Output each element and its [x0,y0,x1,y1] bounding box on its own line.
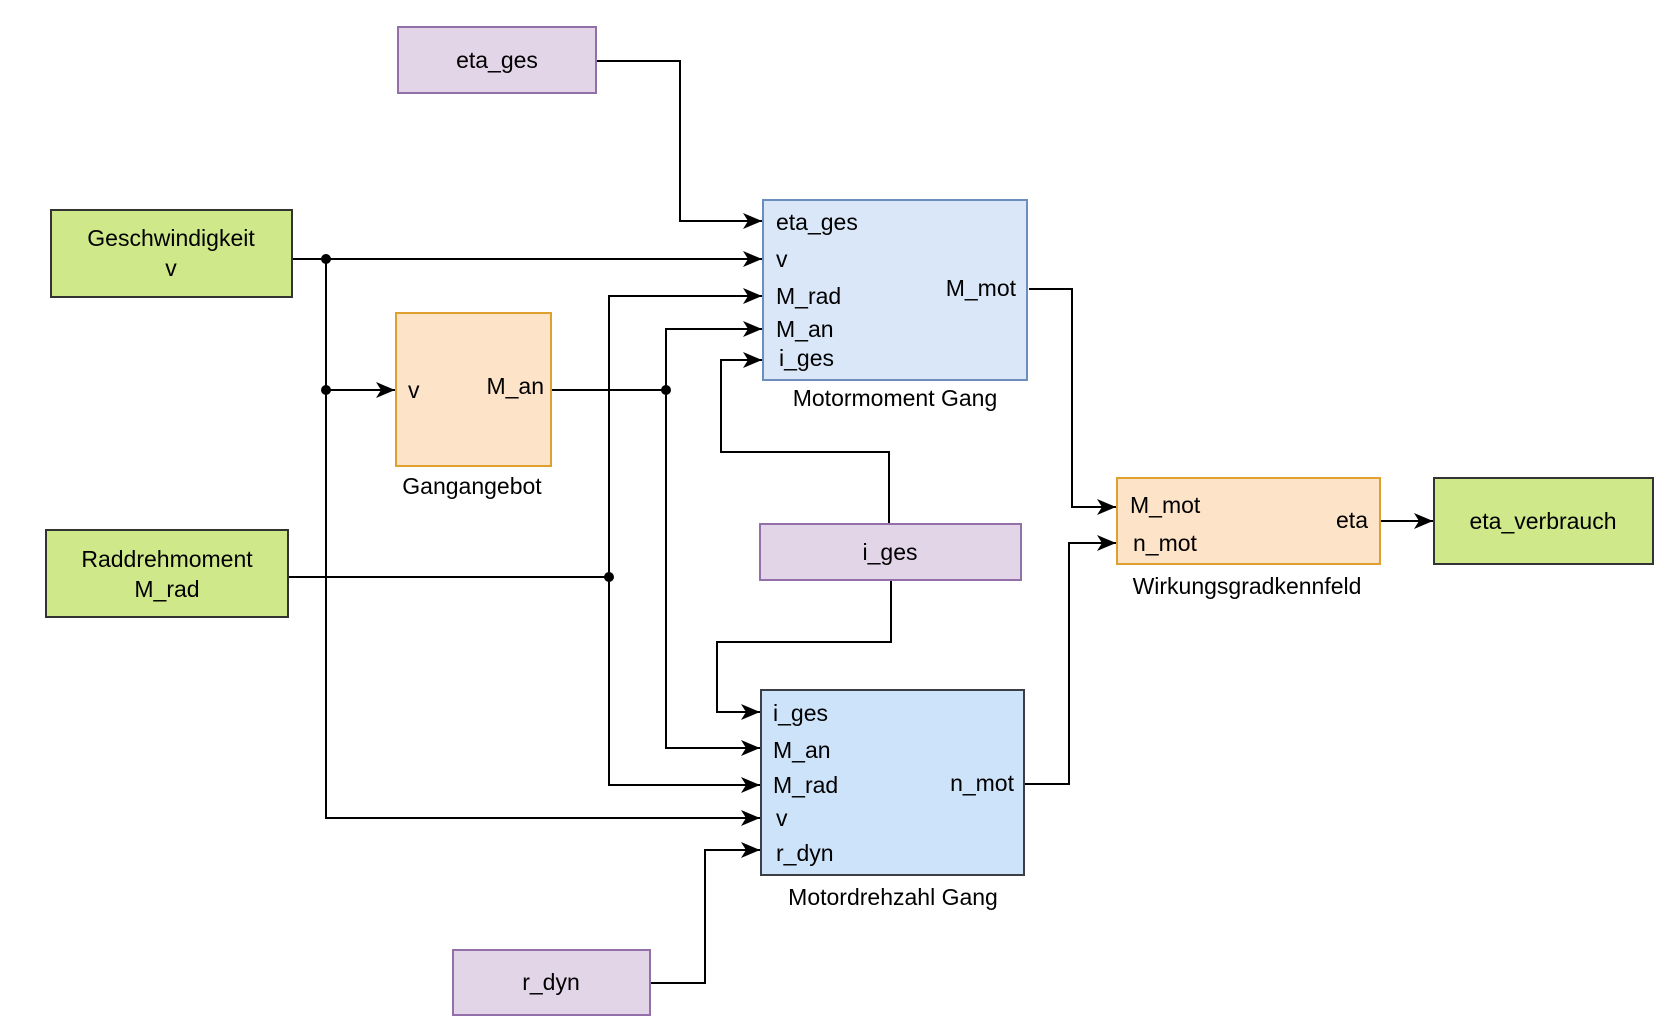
motordrehzahl-port-v: v [776,805,788,831]
motordrehzahl-port-rdyn: r_dyn [776,840,834,866]
wirkungsgrad-port-mmot: M_mot [1130,492,1201,518]
wire-rdyn [651,842,760,984]
i-ges-constant-label: i_ges [862,539,918,565]
geschwindigkeit-label-line1: Geschwindigkeit [87,225,255,251]
eta-verbrauch-label: eta_verbrauch [1469,508,1617,534]
motordrehzahl-gang-block[interactable] [760,689,1025,876]
eta-verbrauch-block[interactable] [1433,477,1654,565]
wire-man-motormoment [665,321,762,390]
r-dyn-constant[interactable] [452,949,651,1016]
motordrehzahl-port-iges: i_ges [773,700,828,726]
wire-nmot [1025,535,1116,785]
wirkungsgrad-port-eta: eta [1336,507,1368,533]
wire-mrad-motormoment [608,288,762,577]
r-dyn-constant-label: r_dyn [522,969,580,995]
geschwindigkeit-label: Geschwindigkeit v [87,223,254,283]
wire-iges-up [720,352,890,523]
junction-dot [321,254,331,264]
junction-dot [661,385,671,395]
gangangebot-port-v: v [408,377,420,403]
wire-iges-down [716,581,892,720]
motormoment-port-mmot: M_mot [945,275,1016,301]
eta-ges-constant-label: eta_ges [456,47,538,73]
gangangebot-block[interactable] [395,312,552,467]
motordrehzahl-port-man: M_an [773,737,831,763]
motormoment-port-eta-ges: eta_ges [776,209,858,235]
motormoment-port-man: M_an [776,316,834,342]
motormoment-port-v: v [776,246,788,272]
geschwindigkeit-block[interactable] [50,209,293,298]
i-ges-constant[interactable] [759,523,1022,581]
motormoment-port-mrad: M_rad [776,283,842,309]
motordrehzahl-title: Motordrehzahl Gang [788,884,998,910]
wire-v-trunk [325,259,760,826]
gangangebot-title: Gangangebot [402,473,542,499]
raddrehmoment-label: Raddrehmoment M_rad [81,544,252,604]
wirkungsgrad-title: Wirkungsgradkennfeld [1132,573,1362,599]
geschwindigkeit-label-line2: v [165,255,177,281]
wire-man-motordrehzahl [665,390,760,756]
wire-mrad-motordrehzahl [608,577,760,793]
motormoment-port-iges: i_ges [779,345,834,371]
raddrehmoment-label-line1: Raddrehmoment [81,546,253,572]
motordrehzahl-port-mrad: M_rad [773,772,839,798]
motormoment-title: Motormoment Gang [792,385,998,411]
motormoment-gang-block[interactable] [762,199,1028,381]
wire-eta-ges [597,60,762,229]
raddrehmoment-label-line2: M_rad [134,576,200,602]
raddrehmoment-block[interactable] [45,529,289,618]
wirkungsgradkennfeld-block[interactable] [1116,477,1381,565]
gangangebot-port-man: M_an [486,373,544,399]
eta-ges-constant[interactable] [397,26,597,94]
motordrehzahl-port-nmot: n_mot [950,770,1014,796]
junction-dot [321,385,331,395]
wire-mmot [1029,288,1116,515]
junction-dot [604,572,614,582]
wirkungsgrad-port-nmot: n_mot [1133,530,1197,556]
